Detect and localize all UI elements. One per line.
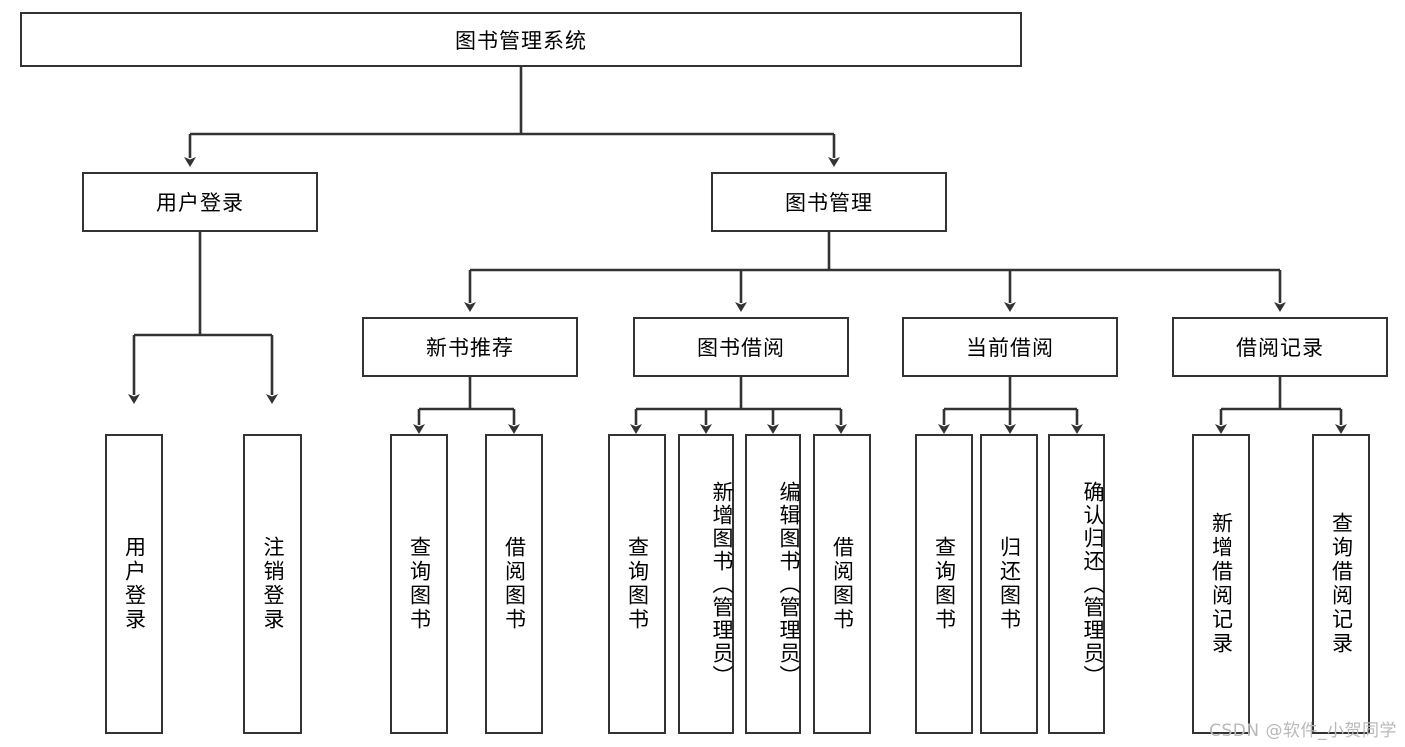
node-label: 图书管理系统 <box>455 28 587 53</box>
leaf-current-borrow-query[interactable]: 查询图书 <box>915 434 973 734</box>
leaf-book-borrow-add[interactable]: 新增图书（管理员） <box>678 434 734 734</box>
node-current-borrow[interactable]: 当前借阅 <box>902 317 1118 377</box>
node-label: 用户登录 <box>122 536 147 632</box>
leaf-current-borrow-return[interactable]: 归还图书 <box>980 434 1038 734</box>
leaf-book-borrow-borrow[interactable]: 借阅图书 <box>813 434 871 734</box>
node-label: 查询图书 <box>407 536 432 632</box>
node-label: 查询图书 <box>932 536 957 632</box>
watermark-text: CSDN @软件_小贺同学 <box>1209 721 1397 741</box>
leaf-borrow-record-query[interactable]: 查询借阅记录 <box>1312 434 1370 734</box>
node-book-borrow[interactable]: 图书借阅 <box>633 317 849 377</box>
node-label: 确认归还（管理员） <box>1081 480 1105 688</box>
node-label: 用户登录 <box>156 191 244 215</box>
node-label: 注销登录 <box>261 536 285 632</box>
node-user-login[interactable]: 用户登录 <box>82 172 318 232</box>
node-new-book-recommend[interactable]: 新书推荐 <box>362 317 578 377</box>
node-label: 图书管理 <box>785 191 873 215</box>
leaf-new-book-query[interactable]: 查询图书 <box>390 434 448 734</box>
node-label: 新增借阅记录 <box>1209 512 1234 656</box>
leaf-borrow-record-add[interactable]: 新增借阅记录 <box>1192 434 1250 734</box>
node-root-system[interactable]: 图书管理系统 <box>20 12 1022 67</box>
node-label: 编辑图书（管理员） <box>777 480 801 688</box>
node-label: 归还图书 <box>997 536 1022 632</box>
node-label: 借阅记录 <box>1236 336 1324 360</box>
leaf-user-login-signout[interactable]: 注销登录 <box>243 434 302 734</box>
node-book-management[interactable]: 图书管理 <box>711 172 947 232</box>
leaf-user-login-signin[interactable]: 用户登录 <box>105 434 163 734</box>
leaf-book-borrow-edit[interactable]: 编辑图书（管理员） <box>745 434 801 734</box>
leaf-current-borrow-confirm[interactable]: 确认归还（管理员） <box>1048 434 1105 734</box>
node-label: 新增图书（管理员） <box>710 480 734 688</box>
node-label: 查询图书 <box>625 536 650 632</box>
node-borrow-record[interactable]: 借阅记录 <box>1172 317 1388 377</box>
leaf-new-book-borrow[interactable]: 借阅图书 <box>485 434 543 734</box>
node-label: 新书推荐 <box>426 336 514 360</box>
node-label: 借阅图书 <box>502 536 527 632</box>
node-label: 当前借阅 <box>966 336 1054 360</box>
node-label: 借阅图书 <box>830 536 855 632</box>
node-label: 查询借阅记录 <box>1329 512 1354 656</box>
leaf-book-borrow-query[interactable]: 查询图书 <box>608 434 666 734</box>
node-label: 图书借阅 <box>697 336 785 360</box>
